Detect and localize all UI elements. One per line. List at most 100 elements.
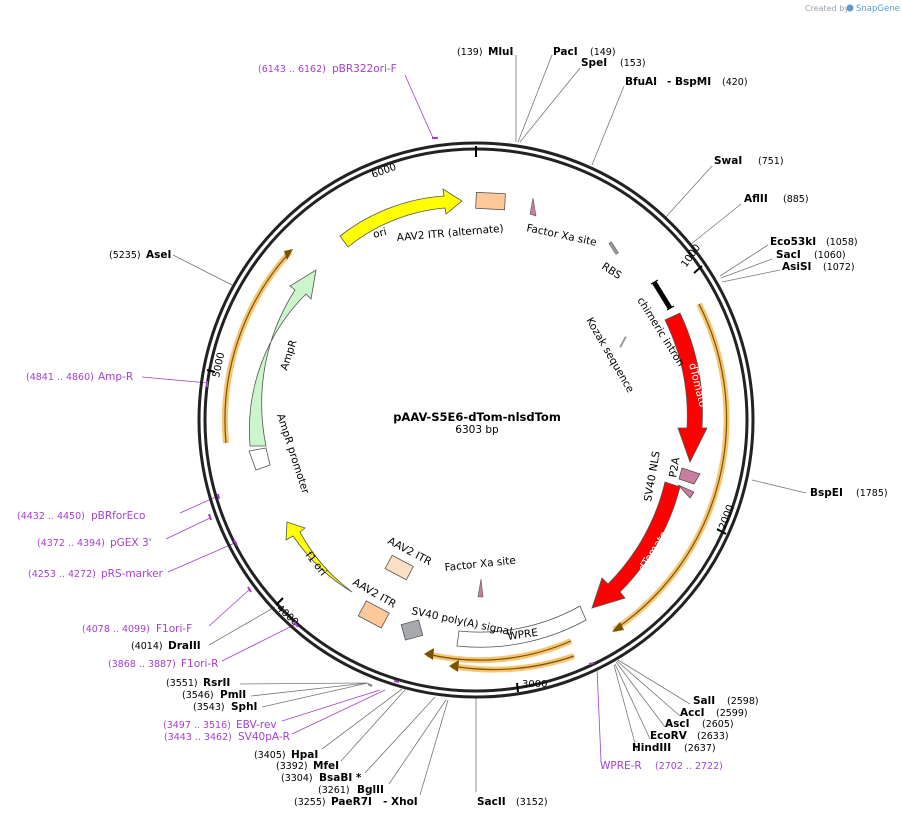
site-name-acci: AccI xyxy=(680,707,704,719)
site-name-asisi: AsiSI xyxy=(782,261,811,273)
site-pos-sacii: (3152) xyxy=(516,797,548,808)
aav2-itr-2-box xyxy=(357,600,390,629)
primer-pos-f1ori-r: (3868 .. 3887) xyxy=(108,659,176,670)
primer-name-prs-marker: pRS-marker xyxy=(101,568,164,580)
site-name-eco53ki: Eco53kI xyxy=(770,236,816,248)
feature-shapes xyxy=(248,188,708,648)
sv40-nls-mark xyxy=(678,467,701,485)
site-name-bfuai: BfuAI xyxy=(625,76,657,88)
primer-leader-lines xyxy=(141,74,602,762)
snapgene-credit: Created by SnapGene xyxy=(805,4,900,14)
primer-name-pgex3: pGEX 3' xyxy=(110,537,152,549)
site-pos-bspei: (1785) xyxy=(856,488,888,499)
site-name-paer7i: PaeR7I xyxy=(331,796,372,808)
site-name-asei: AseI xyxy=(146,249,171,261)
site-pos-acci: (2599) xyxy=(716,708,748,719)
aav2-itr-alt-box xyxy=(475,191,506,211)
site-pos-sali: (2598) xyxy=(727,696,759,707)
site-name-paci: PacI xyxy=(553,46,578,58)
label-ampr: AmpR xyxy=(278,338,299,372)
f1-ori-arrow xyxy=(285,521,353,593)
site-pos-bglii: (3261) xyxy=(318,785,350,796)
primer-pos-amp-r: (4841 .. 4860) xyxy=(26,372,94,383)
site-name-sphi: SphI xyxy=(231,701,257,713)
site-pos-swai: (751) xyxy=(758,156,784,167)
site-name-mlui: MluI xyxy=(488,46,513,58)
site-pos-paci: (149) xyxy=(590,47,616,58)
label-factor-xa-1: Factor Xa site xyxy=(525,222,597,249)
primer-pos-pbrforeco: (4432 .. 4450) xyxy=(17,511,85,522)
primer-name-f1ori-r: F1ori-R xyxy=(181,658,218,670)
primer-name-pbrforeco: pBRforEco xyxy=(91,510,145,522)
site-pos-sphi: (3543) xyxy=(193,702,225,713)
site-leader-lines xyxy=(172,54,807,796)
site-pos-aflii: (885) xyxy=(783,194,809,205)
label-wpre: WPRE xyxy=(507,627,539,643)
site-name-bglii: BglII xyxy=(357,784,384,796)
site-pos-asisi: (1072) xyxy=(823,262,855,273)
site-pos-hpai: (3405) xyxy=(254,750,286,761)
site-name-draiii: DraIII xyxy=(168,640,201,652)
primer-pos-pbr322ori-f: (6143 .. 6162) xyxy=(258,64,326,75)
site-name-rsrii: RsrII xyxy=(203,677,230,689)
factor-xa-2-mark xyxy=(477,578,484,598)
site-pos-pmli: (3546) xyxy=(182,690,214,701)
tick-2000: 2000 xyxy=(717,503,736,531)
p2a-mark xyxy=(677,484,695,499)
site-ticks-gray xyxy=(367,683,373,687)
site-name-sali: SalI xyxy=(693,695,715,707)
primer-name-ebv-rev: EBV-rev xyxy=(236,719,277,731)
primer-name-amp-r: Amp-R xyxy=(98,371,133,383)
site-name-sacii: SacII xyxy=(477,796,506,808)
site-name-hindiii: HindIII xyxy=(632,742,671,754)
primer-pos-f1ori-f: (4078 .. 4099) xyxy=(82,624,150,635)
site-pos-asei: (5235) xyxy=(109,250,141,261)
credit-prefix: Created by xyxy=(805,4,849,13)
rbs-mark xyxy=(608,241,619,255)
primer-pos-wpre-r: (2702 .. 2722) xyxy=(655,761,723,772)
plasmid-name: pAAV-S5E6-dTom-nlsdTom xyxy=(393,410,561,424)
site-pos-paer7i: (3255) xyxy=(294,797,326,808)
label-factor-xa-2: Factor Xa site xyxy=(444,555,516,574)
site-name-asci: AscI xyxy=(665,718,690,730)
tick-marks xyxy=(206,146,727,693)
sv40-polya-box xyxy=(400,619,424,641)
site-pos-saci: (1060) xyxy=(814,250,846,261)
site-name-mfei: MfeI xyxy=(313,760,339,772)
ampr-arrow xyxy=(249,269,317,447)
primer-name-pbr322ori-f: pBR322ori-F xyxy=(332,63,397,75)
plasmid-length: 6303 bp xyxy=(455,424,499,436)
kozak-mark xyxy=(619,336,627,348)
tick-6000: 6000 xyxy=(370,162,398,181)
site-pos-bfuai: (420) xyxy=(722,77,748,88)
dtomato-2-arrow xyxy=(591,481,681,609)
ori-arrow xyxy=(339,188,463,248)
site-pos-mlui: (139) xyxy=(457,47,483,58)
primer-pos-prs-marker: (4253 .. 4272) xyxy=(28,569,96,580)
label-f1-ori: f1 ori xyxy=(303,549,329,578)
primer-pos-ebv-rev: (3497 .. 3516) xyxy=(163,720,231,731)
site-name-xhoi: - XhoI xyxy=(383,796,418,808)
site-pos-rsrii: (3551) xyxy=(166,678,198,689)
site-name-pmli: PmlI xyxy=(220,689,246,701)
label-kozak: Kozak sequence xyxy=(583,316,636,395)
label-rbs: RBS xyxy=(599,260,623,282)
site-pos-draiii: (4014) xyxy=(131,641,163,652)
primer-name-wpre-r: WPRE-R xyxy=(600,760,642,772)
tick-5000: 5000 xyxy=(211,351,227,378)
label-aav2-itr-alt: AAV2 ITR (alternate) xyxy=(396,223,504,244)
site-name-saci: SacI xyxy=(776,249,801,261)
site-name-bspmi: - BspMI xyxy=(667,76,711,88)
factor-xa-1-mark xyxy=(529,197,537,217)
site-pos-mfei: (3392) xyxy=(276,761,308,772)
site-pos-asci: (2605) xyxy=(702,719,734,730)
restriction-sites: (139) MluI PacI (149) SpeI (153) BfuAI -… xyxy=(109,46,888,808)
site-pos-spei: (153) xyxy=(620,58,646,69)
credit-brand: SnapGene xyxy=(856,4,900,14)
label-ampr-promoter: AmpR promoter xyxy=(274,412,311,496)
orf-arcs xyxy=(221,249,730,673)
site-pos-eco53ki: (1058) xyxy=(826,237,858,248)
primer-ticks xyxy=(206,137,595,683)
primer-name-sv40pa-r: SV40pA-R xyxy=(238,731,290,743)
